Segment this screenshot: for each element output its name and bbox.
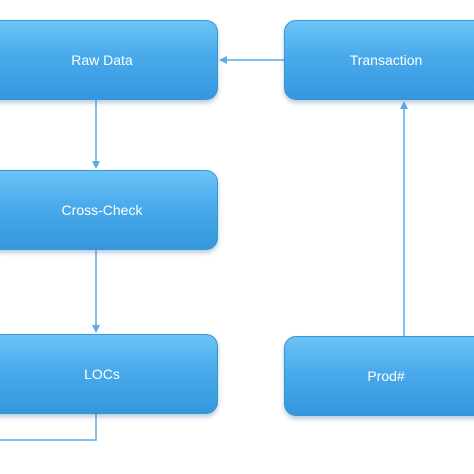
node-raw-data: Raw Data	[0, 20, 218, 100]
node-locs-label: LOCs	[84, 366, 120, 382]
node-prod-label: Prod#	[367, 368, 405, 384]
node-raw-data-label: Raw Data	[71, 52, 133, 68]
node-transaction: Transaction	[284, 20, 474, 100]
node-prod: Prod#	[284, 336, 474, 416]
node-transaction-label: Transaction	[349, 52, 423, 68]
edge-locs-to-offscreen	[0, 414, 97, 441]
node-cross-check: Cross-Check	[0, 170, 218, 250]
node-locs: LOCs	[0, 334, 218, 414]
node-cross-check-label: Cross-Check	[61, 202, 143, 218]
